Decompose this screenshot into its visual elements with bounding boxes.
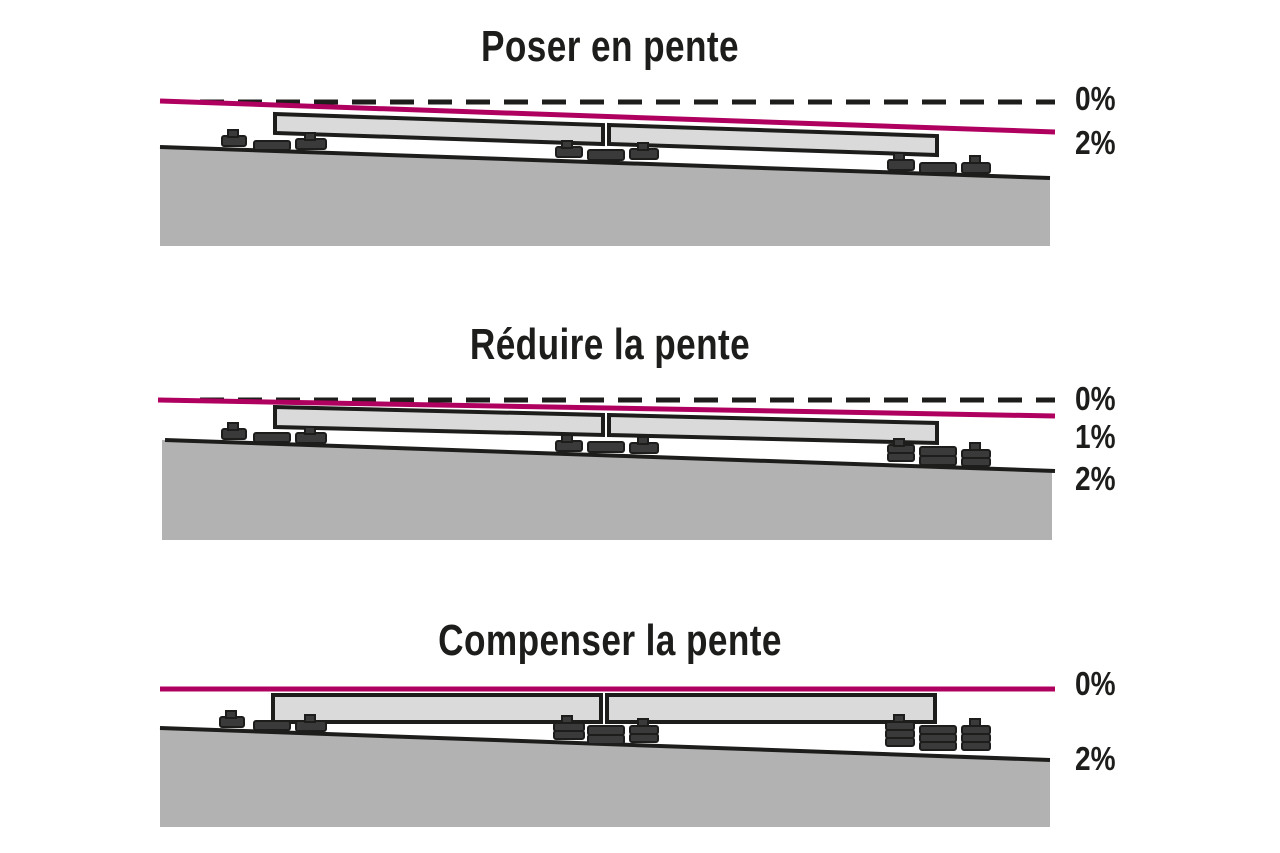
label-2-percent: 2%	[1075, 124, 1116, 161]
paver-right	[607, 122, 939, 158]
paver-right	[605, 693, 937, 724]
label-0-percent: 0%	[1075, 80, 1116, 117]
panel-poser-en-pente: Poser en pente 0% 2%	[0, 0, 1280, 260]
slope-line	[157, 397, 1056, 419]
panel-compenser-la-pente: Compenser la pente 0% 2%	[0, 590, 1280, 853]
label-2-percent: 2%	[1075, 460, 1116, 497]
paver-left	[271, 693, 603, 724]
diagram-compenser-la-pente	[159, 686, 1055, 827]
slope-line	[159, 98, 1056, 135]
panel-title: Réduire la pente	[469, 320, 751, 369]
ground-edge	[164, 438, 1056, 473]
label-2-percent: 2%	[1075, 740, 1116, 777]
label-0-percent: 0%	[1075, 380, 1116, 417]
panel-reduire-la-pente: Réduire la pente 0% 1% 2%	[0, 290, 1280, 550]
pedestals	[221, 129, 991, 174]
label-1-percent: 1%	[1075, 418, 1116, 455]
paver-left	[273, 111, 605, 147]
panel-title: Poser en pente	[481, 22, 739, 71]
paver-right	[607, 412, 939, 446]
pedestals	[221, 422, 991, 467]
diagram-reduire-la-pente	[157, 397, 1056, 540]
paver-left	[273, 404, 605, 438]
panel-title: Compenser la pente	[438, 616, 782, 665]
diagram-poser-en-pente	[159, 98, 1056, 246]
label-0-percent: 0%	[1075, 665, 1116, 702]
ground-edge	[159, 145, 1051, 180]
pedestals	[219, 710, 991, 751]
